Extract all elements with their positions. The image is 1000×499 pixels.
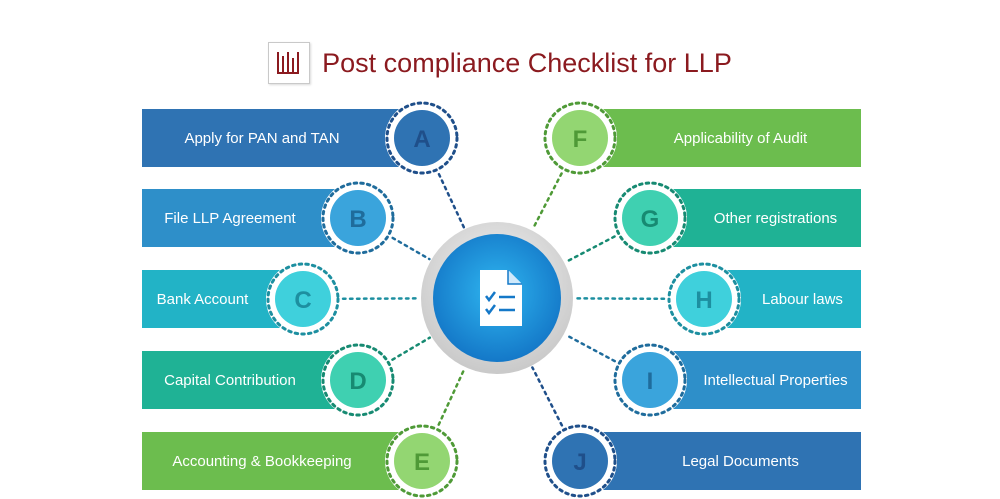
- item-h-letter: H: [695, 287, 712, 314]
- item-j-disc: J: [543, 424, 617, 498]
- bar-e: [142, 432, 422, 490]
- bar-f: [580, 109, 861, 167]
- brand-logo: [268, 42, 311, 84]
- item-a-letter: A: [413, 126, 430, 153]
- item-f-letter: F: [573, 126, 588, 153]
- item-c-disc: C: [266, 262, 340, 336]
- item-b-disc: B: [321, 181, 395, 255]
- connector-g: [564, 235, 616, 264]
- item-c-label: Bank Account: [156, 290, 249, 308]
- item-h-label: Labour laws: [762, 290, 843, 308]
- item-f-label: Applicability of Audit: [673, 129, 808, 147]
- item-g-letter: G: [641, 206, 660, 233]
- central-hub: [421, 222, 573, 374]
- bar-j: [580, 432, 861, 490]
- checklist-document-icon: [480, 270, 522, 326]
- connector-e: [437, 367, 466, 426]
- item-c-letter: C: [294, 287, 311, 314]
- item-d-disc: D: [321, 343, 395, 417]
- item-j-label: Legal Documents: [682, 452, 799, 470]
- header: Post compliance Checklist for LLP: [0, 38, 1000, 88]
- connector-a: [437, 172, 466, 229]
- connector-b: [391, 236, 431, 261]
- item-f-disc: F: [543, 101, 617, 175]
- item-i-letter: I: [647, 368, 654, 395]
- item-d-label: Capital Contribution: [164, 371, 296, 389]
- item-g-label: Other registrations: [713, 209, 838, 227]
- item-a-disc: A: [385, 101, 459, 175]
- item-e-label: Accounting & Bookkeeping: [172, 452, 352, 470]
- item-i-disc: I: [613, 343, 687, 417]
- item-b-label: File LLP Agreement: [164, 209, 296, 227]
- item-g-disc: G: [613, 181, 687, 255]
- bar-a: [142, 109, 422, 167]
- item-j-letter: J: [573, 449, 586, 476]
- item-h-disc: H: [667, 262, 741, 336]
- connector-j: [531, 366, 564, 427]
- item-a-label: Apply for PAN and TAN: [184, 129, 340, 147]
- connector-i: [564, 333, 616, 363]
- bar-logo-icon: [277, 52, 300, 74]
- page-title: Post compliance Checklist for LLP: [322, 47, 732, 78]
- connector-f: [531, 172, 563, 231]
- item-b-letter: B: [349, 206, 366, 233]
- item-d-letter: D: [349, 368, 366, 395]
- item-i-label: Intellectual Properties: [703, 371, 848, 389]
- item-e-letter: E: [414, 449, 430, 476]
- item-e-disc: E: [385, 424, 459, 498]
- connector-d: [391, 336, 432, 361]
